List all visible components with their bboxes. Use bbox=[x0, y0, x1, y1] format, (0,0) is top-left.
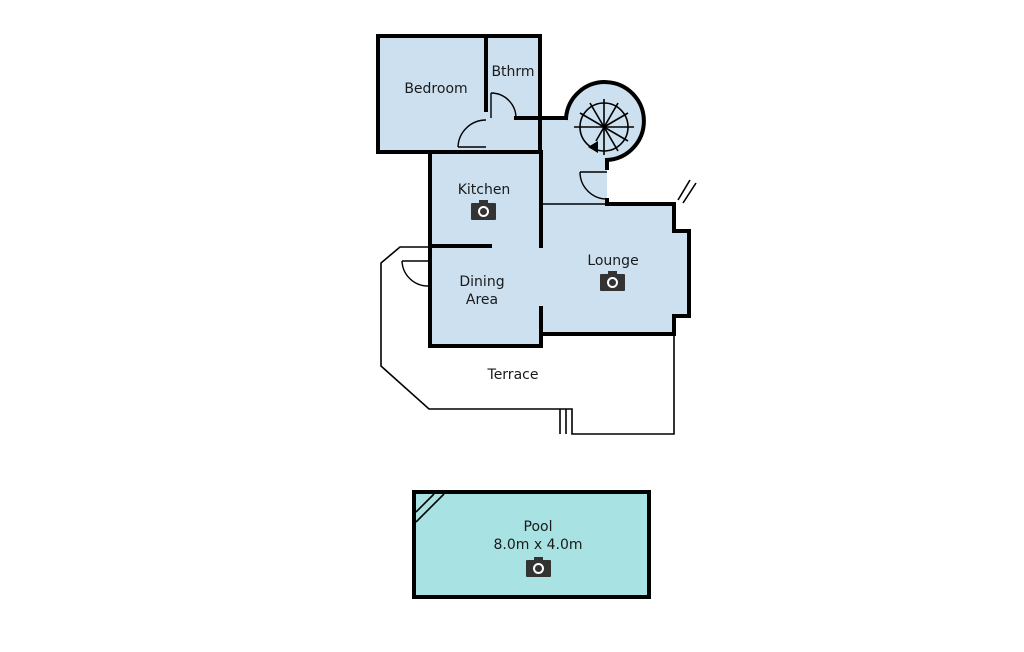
camera-icon[interactable] bbox=[471, 200, 496, 220]
bedroom-area[interactable] bbox=[378, 36, 486, 152]
pool[interactable] bbox=[412, 490, 651, 599]
lounge-area[interactable] bbox=[541, 204, 689, 334]
doors bbox=[401, 92, 697, 287]
dining-label-line2: Area bbox=[466, 292, 498, 308]
kitchen-label: Kitchen bbox=[458, 182, 511, 198]
lounge-label: Lounge bbox=[587, 253, 638, 269]
terrace-outline bbox=[380, 246, 675, 435]
terrace-label: Terrace bbox=[487, 367, 539, 383]
bathroom-area[interactable] bbox=[486, 36, 540, 118]
dining-label-line1: Dining bbox=[459, 274, 504, 290]
pool-label: Pool bbox=[524, 519, 553, 535]
camera-icon[interactable] bbox=[600, 271, 625, 291]
pool-dimensions: 8.0m x 4.0m bbox=[494, 537, 583, 553]
camera-icon[interactable] bbox=[526, 557, 551, 577]
bedroom-label: Bedroom bbox=[404, 81, 467, 97]
walls bbox=[376, 34, 691, 348]
room-fills bbox=[378, 36, 689, 346]
bathroom-label: Bthrm bbox=[491, 64, 534, 80]
spiral-stairs-icon bbox=[574, 99, 634, 155]
kitchen-dining-area[interactable] bbox=[430, 152, 541, 346]
